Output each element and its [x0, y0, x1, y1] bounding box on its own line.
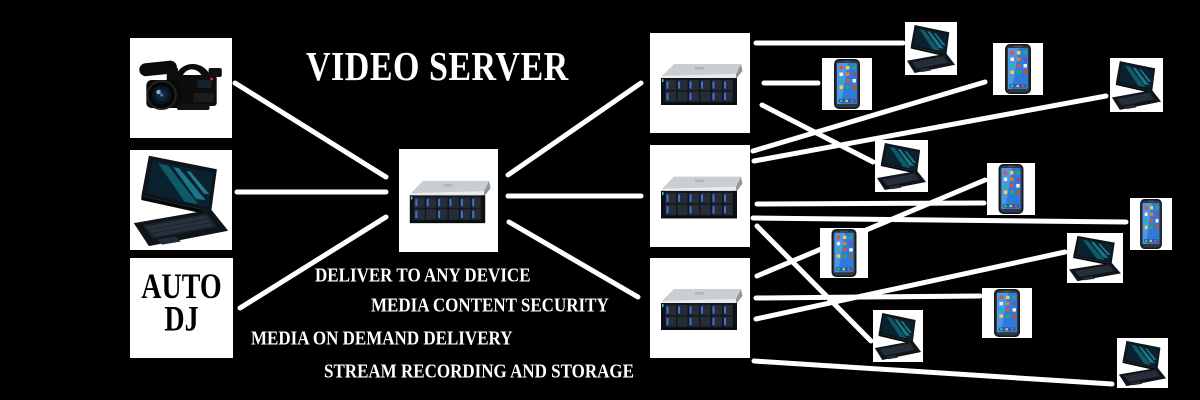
client-phone-1 — [822, 58, 872, 110]
client-laptop-2 — [1110, 58, 1163, 112]
rack-server-icon — [661, 64, 743, 105]
smartphone-icon — [1140, 199, 1162, 249]
smartphone-icon — [831, 228, 857, 278]
smartphone-icon — [994, 288, 1020, 338]
streaming-server-2-image — [650, 145, 750, 247]
label-stream-recording-and-storage: STREAM RECORDING AND STORAGE — [324, 359, 634, 383]
client-phone-4 — [1130, 198, 1172, 250]
smartphone-icon — [834, 59, 860, 109]
connector-line-15 — [754, 177, 988, 279]
rack-server-icon — [409, 180, 491, 224]
laptop-icon — [1111, 61, 1162, 110]
streaming-server-3-image — [650, 258, 750, 358]
connector-line-4 — [505, 80, 644, 178]
connector-line-3 — [237, 214, 389, 311]
client-laptop-5 — [873, 310, 923, 362]
connector-line-9 — [759, 102, 876, 165]
connector-line-1 — [232, 80, 389, 180]
label-media-content-security: MEDIA CONTENT SECURITY — [371, 293, 609, 317]
rack-server-icon — [661, 289, 743, 330]
connector-line-13 — [750, 215, 1129, 225]
connector-line-18 — [751, 358, 1115, 387]
camera-source-image — [130, 38, 232, 138]
rack-server-icon — [661, 176, 743, 219]
laptop-icon — [874, 313, 922, 360]
page-title: VIDEO SERVER — [306, 44, 569, 90]
laptop-icon — [906, 25, 956, 73]
video-camera-icon — [139, 60, 222, 110]
laptop-source-image — [130, 150, 232, 250]
auto-dj-line: DJ — [164, 298, 199, 339]
client-laptop-4 — [1067, 233, 1123, 283]
laptop-icon — [876, 143, 927, 190]
central-video-server-image — [399, 149, 498, 252]
connector-line-11 — [751, 93, 1109, 164]
laptop-icon — [1069, 235, 1121, 282]
label-deliver-to-any-device: DELIVER TO ANY DEVICE — [315, 263, 531, 287]
label-media-on-demand-delivery: MEDIA ON DEMAND DELIVERY — [251, 326, 513, 350]
streaming-server-1-image — [650, 33, 750, 133]
auto-dj-line: AUTO — [141, 266, 222, 308]
laptop-icon — [1118, 340, 1167, 387]
client-laptop-3 — [875, 140, 928, 192]
client-phone-6 — [982, 288, 1032, 338]
client-phone-3 — [987, 163, 1035, 215]
smartphone-icon — [1005, 44, 1031, 94]
client-laptop-1 — [905, 22, 957, 75]
client-phone-2 — [993, 43, 1043, 95]
connector-line-12 — [754, 200, 987, 207]
connector-line-17 — [753, 293, 983, 301]
client-laptop-6 — [1117, 338, 1168, 388]
client-phone-5 — [820, 228, 868, 278]
smartphone-icon — [998, 164, 1024, 214]
laptop-icon — [133, 155, 229, 247]
